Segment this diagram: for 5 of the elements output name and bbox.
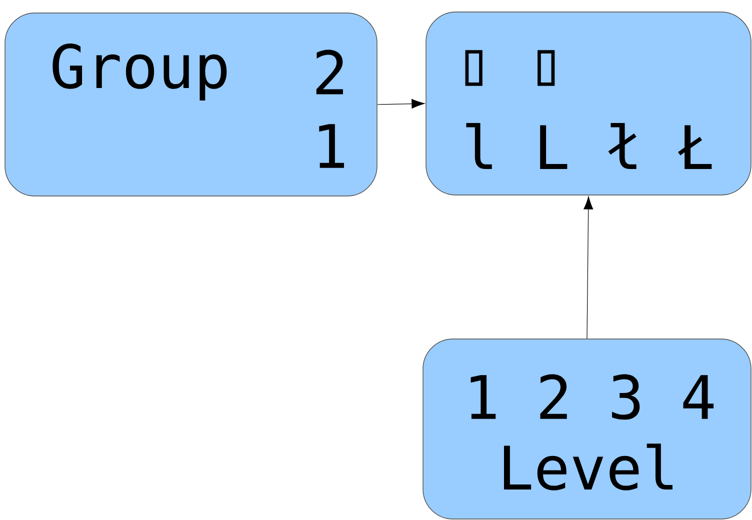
rounded-box: ▯ ▯ l L ł Ł	[426, 12, 752, 196]
arrow	[377, 99, 425, 109]
arrow	[584, 196, 594, 339]
rounded-box: 1 2 3 4 Level	[422, 338, 752, 520]
rounded-box: Group 2 1	[4, 12, 378, 196]
